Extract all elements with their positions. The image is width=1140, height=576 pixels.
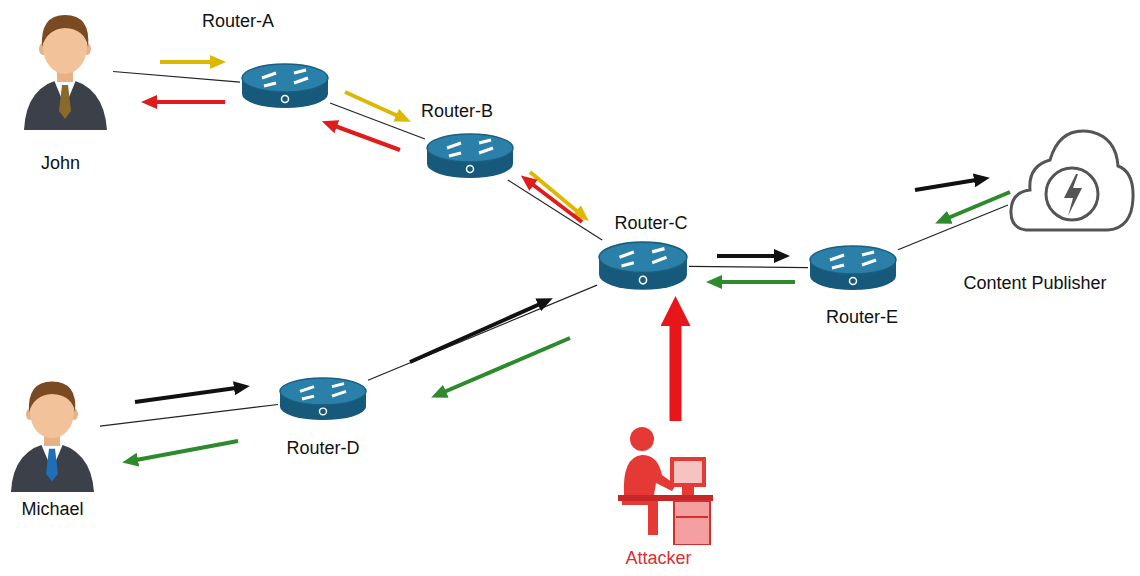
attack-arrow: [670, 322, 682, 421]
icon-part: [624, 455, 676, 495]
request-arrow: [345, 92, 398, 116]
icon-graphic: [425, 132, 515, 180]
reply-arrow: [948, 192, 1010, 218]
icon-part: [599, 242, 687, 272]
icon-part: [810, 246, 896, 274]
node-label: Router-C: [614, 212, 687, 234]
flow-arrows: [135, 62, 1010, 460]
icon-part: [639, 276, 646, 284]
node-label: Router-B: [421, 100, 493, 122]
icon-part: [11, 442, 94, 492]
icon-part: [652, 257, 666, 262]
node-label: Router-D: [286, 437, 359, 459]
network-link: [100, 404, 278, 426]
router-icon: Router-D: [278, 376, 368, 422]
icon-part: [830, 255, 844, 260]
node-label: Michael: [21, 498, 83, 520]
icon-graphic: [5, 372, 100, 492]
network-link: [508, 180, 602, 240]
icon-graphic: [18, 5, 113, 130]
icon-part: [630, 427, 654, 451]
icon-part: [862, 260, 876, 265]
icon-part: [46, 449, 58, 482]
icon-part: [262, 73, 276, 78]
icon-part: [447, 143, 461, 148]
icon-part: [427, 134, 513, 162]
icon-graphic: [808, 244, 898, 292]
router-icon: Router-A: [240, 62, 330, 110]
icon-part: [294, 70, 306, 73]
icon-graphic: [278, 376, 368, 422]
reply-arrow: [444, 338, 570, 392]
icon-part: [294, 78, 308, 83]
icon-part: [652, 249, 664, 252]
icon-part: [832, 265, 844, 268]
request-arrow: [530, 172, 578, 212]
icon-part: [467, 166, 474, 173]
icon-part: [674, 501, 710, 545]
router-icon: Router-B: [425, 132, 515, 180]
icon-part: [300, 387, 314, 392]
icon-part: [302, 396, 314, 399]
network-link: [368, 285, 597, 380]
user-figure: Michael: [5, 372, 100, 492]
icon-part: [24, 78, 107, 130]
icon-part: [479, 148, 493, 153]
cloud-server: Content Publisher: [1008, 118, 1136, 240]
router-icon: Router-E: [808, 244, 898, 292]
request-arrow: [915, 180, 976, 190]
request-arrow: [717, 254, 776, 258]
icon-graphic: [240, 62, 330, 110]
icon-part: [282, 96, 289, 103]
icon-part: [619, 252, 633, 257]
network-link: [113, 72, 240, 83]
reply-arrow: [136, 441, 238, 460]
node-label: Router-A: [202, 10, 274, 32]
icon-part: [42, 15, 88, 47]
icon-part: [682, 487, 694, 495]
network-link: [898, 205, 1008, 250]
node-label: John: [41, 152, 80, 174]
icon-part: [332, 391, 346, 396]
icon-part: [862, 252, 874, 255]
network-link: [689, 266, 808, 267]
icon-part: [1064, 174, 1082, 216]
icon-part: [674, 461, 702, 483]
request-arrow: [135, 388, 236, 402]
icon-part: [29, 382, 75, 413]
node-label: Content Publisher: [963, 272, 1106, 294]
node-label: Router-E: [826, 306, 898, 328]
icon-part: [670, 457, 706, 487]
icon-part: [332, 384, 344, 387]
icon-graphic: [597, 240, 689, 292]
node-label: Attacker: [625, 547, 691, 569]
reply-arrow: [720, 280, 795, 284]
icon-part: [59, 85, 71, 119]
request-arrow: [160, 60, 212, 64]
attacker-figure: Attacker: [618, 425, 713, 545]
user-figure: John: [18, 5, 113, 130]
icon-part: [622, 263, 634, 266]
icon-part: [449, 153, 461, 156]
icon-part: [1046, 168, 1098, 220]
icon-part: [242, 64, 328, 92]
icon-part: [850, 278, 857, 285]
icon-graphic: [1008, 118, 1136, 240]
icon-graphic: [618, 425, 713, 545]
router-icon: Router-C: [597, 240, 689, 292]
poisoned-reply-arrow: [335, 126, 400, 150]
poisoned-reply-arrow: [155, 100, 225, 104]
icon-part: [264, 83, 276, 86]
request-arrow: [410, 304, 540, 362]
icon-part: [280, 378, 366, 405]
icon-part: [320, 408, 327, 415]
icon-part: [676, 516, 708, 518]
icon-part: [479, 140, 491, 143]
poisoned-reply-arrow: [532, 184, 582, 222]
icon-part: [1011, 131, 1133, 230]
